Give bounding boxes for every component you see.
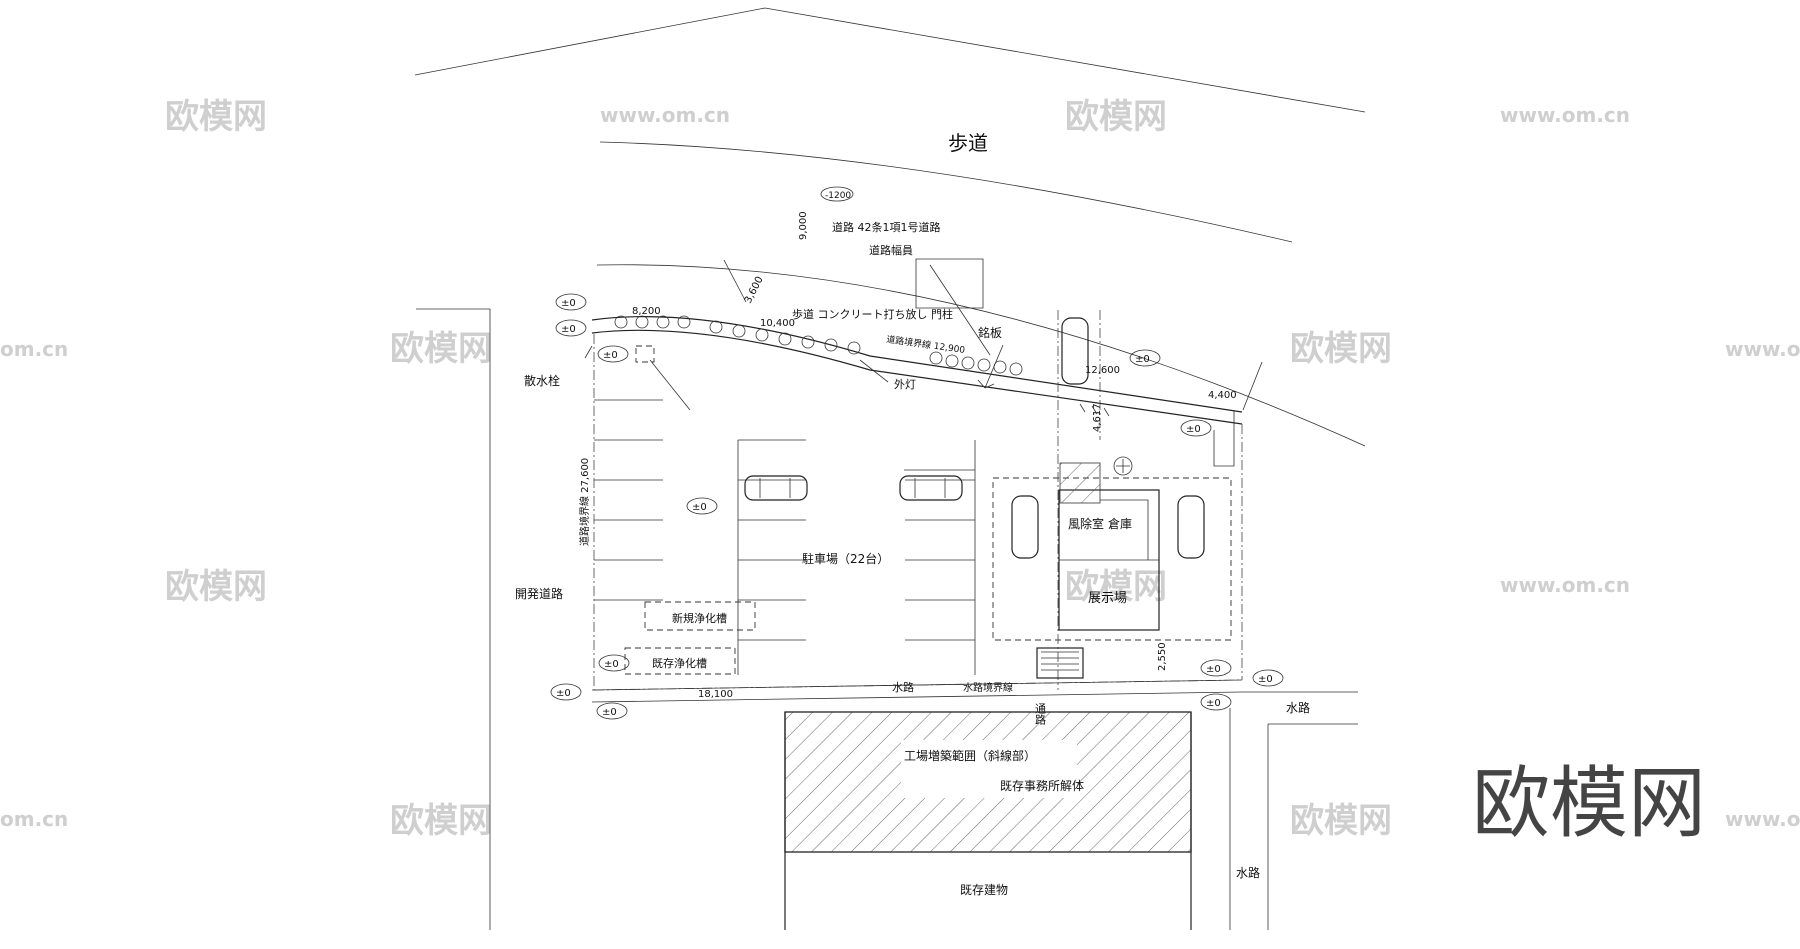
dim-12600: 12,600 [1085,365,1120,376]
waterway-label: 水路 [892,681,914,694]
parking-area: 駐車場（22台） 新規浄化槽 既存浄化槽 [594,345,976,675]
dim-8200: 8,200 [632,306,661,317]
road-type-label: 道路 42条1項1号道路 [832,220,941,234]
dim-10400: 10,400 [760,318,795,329]
watermark-logo: 欧模网 [1290,329,1392,369]
existing-septic-tank-label: 既存浄化槽 [652,656,707,670]
road-boundary-left: 道路境界線 27,600 [578,458,591,546]
bollards [614,315,1110,417]
road-width-label: 道路幅員 [869,243,913,257]
hydrant-label: 散水栓 [524,373,560,388]
watermark-logo: 欧模网 [1290,801,1392,841]
watermark-logo: 欧模网 [390,329,492,369]
road-boundary-top: 道路境界線 12,900 [886,333,967,356]
site-boundary [591,334,1243,703]
watermark-logo: 欧模网 [1065,97,1167,137]
sidewalk-gate-label: 歩道 コンクリート打ち放し 門柱 [792,307,953,321]
car-icon [744,475,808,501]
new-septic-tank-label: 新規浄化槽 [672,611,727,625]
watermark-logo: 欧模网 [1065,567,1167,607]
svg-text:±0: ±0 [1206,664,1221,675]
car-icon [1177,495,1205,559]
svg-text:±0: ±0 [602,707,617,718]
svg-text:±0: ±0 [556,688,571,699]
dim-2550: 2,550 [1157,642,1168,671]
level-mark-1200: -1200 [825,191,851,201]
waterway-right-label: 水路 [1286,700,1310,715]
car-icon [1061,317,1089,385]
level-mark: ±0 [555,319,587,337]
outdoor-light-label: 外灯 [894,378,916,391]
svg-text:±0: ±0 [1206,698,1221,709]
watermark-url: www.om.cn [1725,337,1800,361]
showroom-building: 風除室 倉庫 展示場 2,550 4,617 [992,310,1263,690]
level-mark: ±0 [598,654,630,672]
svg-text:±0: ±0 [1135,354,1150,365]
level-marks: ±0 ±0 ±0 ±0 ±0 ±0 ±0 ±0 ±0 ±0 ±0 ±0 [550,293,1284,720]
svg-text:±0: ±0 [603,350,618,361]
watermark-url: www.om.cn [600,103,730,127]
sidewalk-label: 歩道 [948,131,988,155]
waterway-boundary-label: 水路境界線 [963,681,1013,694]
watermark-url: om.cn [0,807,68,831]
nameplate-label: 銘板 [978,325,1002,340]
leader-lines [584,258,1004,389]
dim-3600: 3,600 [743,275,766,306]
existing-building: 工場増築範囲（斜線部） 既存事務所解体 既存建物 [784,711,1192,930]
extension-area-label: 工場増築範囲（斜線部） [904,748,1036,763]
svg-text:±0: ±0 [692,502,707,513]
svg-text:±0: ±0 [1258,674,1273,685]
car-icon [899,475,963,501]
level-mark: ±0 [597,345,629,363]
road-lines [414,7,1366,447]
car-icon [1011,495,1039,559]
parking-label: 駐車場（22台） [802,551,889,566]
demolition-label: 既存事務所解体 [1000,779,1084,793]
tree-icon [1113,456,1133,476]
showroom-label: 展示場 [1088,591,1127,606]
development-road: 開発道路 [416,308,563,930]
watermark-logo: 欧模网 [390,801,492,841]
watermark-logo: 欧模网 [165,97,267,137]
dim-9000: 9,000 [798,211,809,240]
svg-text:±0: ±0 [561,298,576,309]
level-mark: ±0 [1252,669,1284,687]
dim-18100: 18,100 [698,689,733,700]
waterway-lines [1229,691,1358,930]
svg-text:±0: ±0 [1186,424,1201,435]
level-mark: ±0 [1200,693,1232,711]
level-mark: ±0 [1180,419,1212,437]
level-mark: ±0 [686,497,718,515]
windbreak-room-label: 風除室 [1068,516,1104,531]
level-mark: ±0 [555,293,587,311]
watermark-layer: 欧模网 www.om.cn 欧模网 www.om.cn om.cn 欧模网 欧模… [0,97,1800,849]
svg-text:±0: ±0 [561,324,576,335]
watermark-logo: 欧模网 [165,567,267,607]
dim-4617: 4,617 [1092,403,1103,432]
watermark-url: om.cn [0,337,68,361]
level-mark: ±0 [596,702,628,720]
level-mark: ±0 [1200,659,1232,677]
level-mark: ±0 [550,683,582,701]
stair-hatch [1059,462,1101,504]
waterway-right-label-2: 水路 [1236,865,1260,880]
watermark-url: www.om.cn [1500,103,1630,127]
svg-text:±0: ±0 [604,659,619,670]
existing-building-label: 既存建物 [960,883,1008,897]
storage-label: 倉庫 [1108,516,1132,531]
watermark-logo-large: 欧模网 [1472,759,1706,849]
dim-4400: 4,400 [1208,390,1237,401]
development-road-label: 開発道路 [515,586,563,601]
watermark-url: www.om.cn [1725,807,1800,831]
watermark-url: www.om.cn [1500,573,1630,597]
level-mark: ±0 [1129,349,1161,367]
